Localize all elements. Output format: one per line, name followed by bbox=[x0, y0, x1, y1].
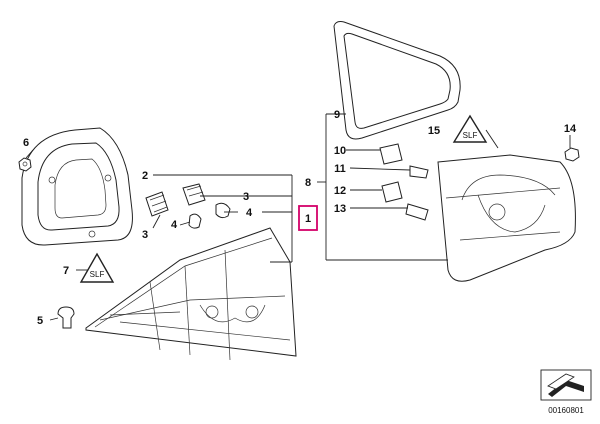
callout-3a: 3 bbox=[243, 191, 249, 203]
warning-badge-text-15: SLF bbox=[463, 131, 478, 140]
callout-4b: 4 bbox=[171, 219, 178, 231]
bulb-11 bbox=[409, 165, 429, 179]
callout-4a: 4 bbox=[246, 207, 253, 219]
bulb-socket-12 bbox=[381, 181, 403, 203]
callout-2: 2 bbox=[142, 170, 148, 182]
callout-14: 14 bbox=[564, 123, 577, 135]
clip-part-5 bbox=[57, 306, 75, 329]
inner-light-part bbox=[437, 154, 576, 282]
bulb-4b bbox=[215, 202, 231, 219]
callout-15: 15 bbox=[428, 125, 440, 137]
bulb-4a bbox=[188, 213, 202, 229]
highlight-box-1 bbox=[298, 205, 318, 231]
callout-1: 1 bbox=[305, 213, 311, 225]
callout-7: 7 bbox=[63, 265, 69, 277]
gasket-part bbox=[21, 127, 133, 246]
orientation-icon bbox=[540, 369, 592, 401]
callout-10: 10 bbox=[334, 145, 346, 157]
diagram-number: 00160801 bbox=[548, 406, 584, 415]
callout-9: 9 bbox=[334, 109, 340, 121]
warning-badge-text-7: SLF bbox=[90, 270, 105, 279]
bulb-socket-3a bbox=[145, 191, 169, 217]
callout-labels: 1 2 3 3 4 4 5 6 7 8 9 10 11 12 13 14 15 bbox=[23, 109, 577, 327]
callout-12: 12 bbox=[334, 185, 346, 197]
bulb-socket-3b bbox=[182, 183, 206, 206]
callout-6: 6 bbox=[23, 137, 29, 149]
warning-triangle-7: SLF bbox=[79, 252, 115, 283]
nut-part-6 bbox=[18, 157, 32, 172]
tail-light-part bbox=[85, 227, 297, 361]
gasket-part-9 bbox=[333, 21, 461, 140]
leader-lines bbox=[25, 113, 571, 321]
bulb-socket-10 bbox=[379, 143, 403, 165]
warning-triangle-15: SLF bbox=[452, 114, 488, 143]
callout-13: 13 bbox=[334, 203, 346, 215]
callout-5: 5 bbox=[37, 315, 43, 327]
callout-3b: 3 bbox=[142, 229, 148, 241]
nut-part-14 bbox=[564, 147, 580, 162]
callout-11: 11 bbox=[334, 163, 346, 175]
bulb-13 bbox=[405, 203, 429, 221]
callout-8: 8 bbox=[305, 177, 311, 189]
